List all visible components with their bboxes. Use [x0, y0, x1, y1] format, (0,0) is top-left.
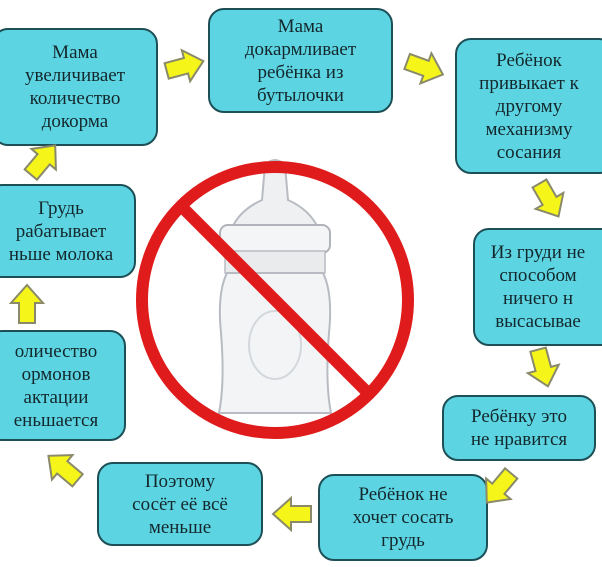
box-line: Мама — [52, 42, 98, 63]
box-line: другому — [495, 95, 563, 117]
box-increase-supplement: Мама увеличивает количество докорма — [0, 28, 158, 146]
box-line: бутылочки — [257, 84, 344, 106]
arrow-up-left-icon — [47, 454, 85, 488]
box-hormones-decrease: оличество ормонов актации еньшается — [0, 330, 126, 441]
box-line: хочет сосать — [352, 507, 454, 528]
ban-slash-icon — [176, 201, 374, 399]
box-bottle-feeding: Мама докармливает ребёнка из бутылочки — [208, 8, 393, 113]
box-line: ребёнка из — [257, 61, 344, 83]
box-line: актации — [23, 386, 89, 408]
box-baby-dislikes: Ребёнку это не нравится — [442, 395, 596, 461]
box-line: Грудь — [38, 197, 84, 219]
box-line: Ребёнку это — [471, 406, 567, 427]
box-line: меньше — [148, 516, 212, 538]
box-line: сосания — [496, 141, 562, 163]
arrow-left-icon — [271, 496, 312, 532]
box-line: докорма — [41, 111, 109, 132]
arrow-right-icon — [163, 48, 205, 84]
box-line: ничего н — [502, 288, 574, 309]
box-line: количество — [29, 88, 121, 109]
arrow-down-icon — [525, 346, 561, 388]
box-line: ормонов — [21, 363, 91, 385]
box-line: Ребёнок не — [358, 484, 448, 505]
baby-bottle-icon — [217, 159, 333, 414]
box-line: Ребёнок — [496, 49, 562, 71]
box-line: Поэтому — [144, 470, 216, 492]
box-baby-gets-used: Ребёнок привыкает к другому механизму со… — [455, 38, 602, 174]
ban-circle-icon — [136, 161, 414, 439]
box-line: не нравится — [470, 429, 568, 450]
box-line: Из груди не — [490, 242, 586, 263]
box-line: грудь — [381, 530, 425, 551]
box-line: способом — [499, 265, 577, 286]
box-line: оличество — [14, 340, 98, 362]
box-cannot-suck: Из груди не способом ничего н высасывае — [473, 228, 602, 346]
arrow-down-left-icon — [485, 466, 519, 504]
box-line: высасывае — [495, 311, 581, 332]
box-less-milk: Грудь рабатывает ньше молока — [0, 184, 136, 278]
box-line: ньше молока — [8, 243, 114, 265]
arrow-right-icon — [403, 50, 445, 86]
box-line: рабатывает — [15, 220, 107, 242]
box-line: привыкает к — [479, 72, 579, 94]
box-line: еньшается — [13, 409, 99, 431]
box-line: Мама — [277, 15, 324, 37]
box-refuses-breast: Ребёнок не хочет сосать грудь — [318, 474, 488, 561]
box-line: механизму — [485, 118, 573, 140]
box-line: сосёт её всё — [132, 493, 228, 515]
arrow-down-icon — [531, 178, 565, 218]
box-sucks-less: Поэтому сосёт её всё меньше — [97, 462, 263, 546]
arrow-up-icon — [9, 283, 45, 324]
crossed-bottle-icon — [136, 159, 414, 439]
arrow-up-right-icon — [23, 144, 57, 182]
box-line: докармливает — [244, 38, 357, 60]
box-line: увеличивает — [24, 65, 126, 86]
